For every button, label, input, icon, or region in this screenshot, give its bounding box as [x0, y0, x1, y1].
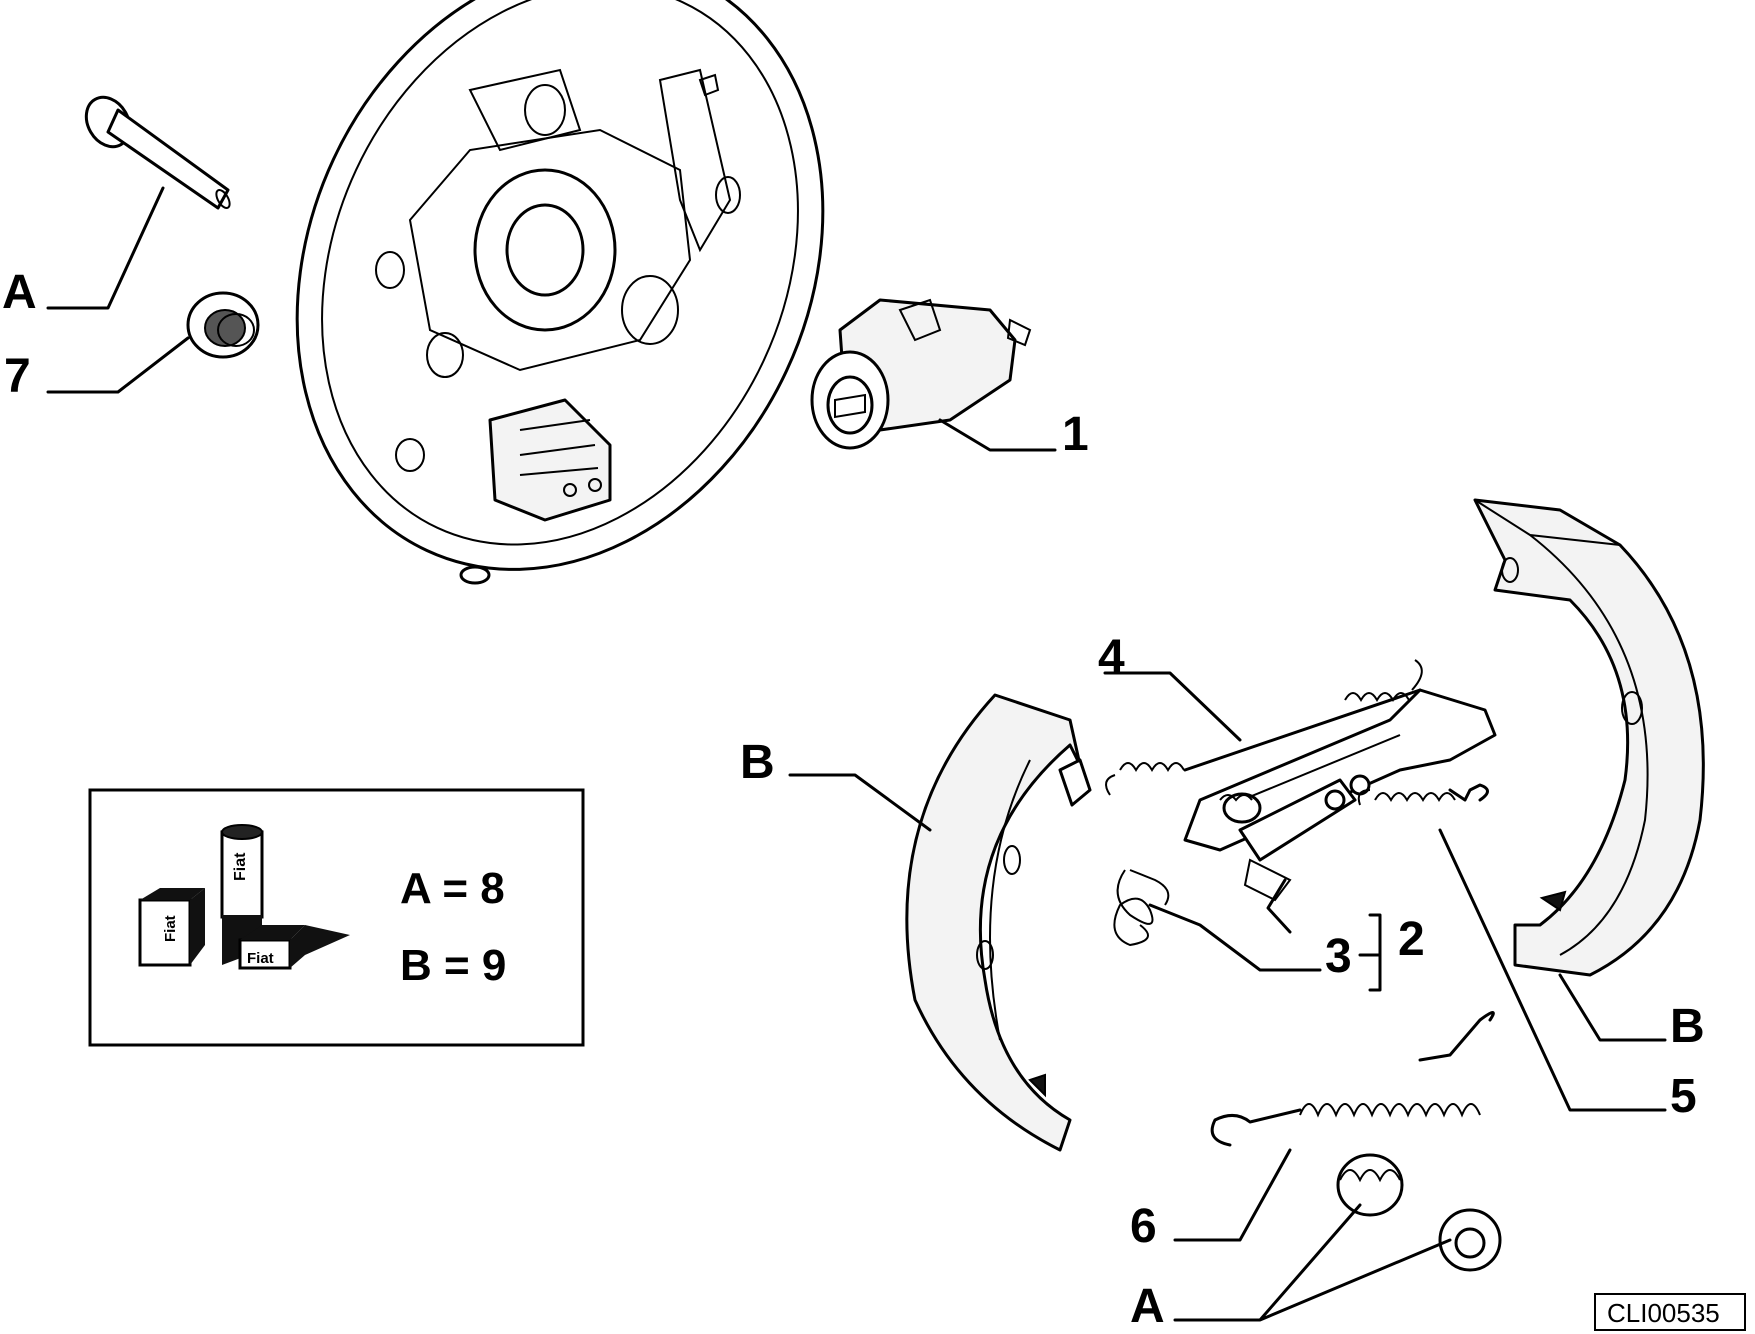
grease-box-right-icon: Fiat	[238, 925, 350, 970]
part-a-hold-down-spring	[1336, 1153, 1502, 1272]
legend-box: Fiat Fiat Fiat A = 8 B = 9	[88, 788, 585, 1047]
callout-labels: A 7 1 4 B 3 2 B 5 6 A	[2, 266, 1705, 1333]
callout-6: 6	[1130, 1200, 1157, 1253]
part-4-spring	[1105, 659, 1423, 796]
part-b-left-shoe	[905, 693, 1092, 1152]
part-2-adjuster	[1183, 688, 1497, 902]
grease-box-left-icon: Fiat	[138, 888, 205, 967]
part-5-spring	[1357, 783, 1489, 806]
reference-code: CLI00535	[1607, 1298, 1720, 1328]
part-7-grommet	[186, 291, 260, 359]
box-label-right: Fiat	[247, 950, 274, 967]
part-b-right-shoe	[1473, 498, 1705, 977]
part-a-pin	[84, 95, 231, 210]
callout-b-left: B	[740, 736, 775, 789]
callout-1: 1	[1062, 408, 1089, 461]
callout-7: 7	[4, 350, 31, 403]
brake-backing-plate	[295, 0, 825, 585]
callout-a-bottom: A	[1130, 1280, 1165, 1333]
legend-a-equals-8: A = 8	[400, 864, 505, 913]
callout-2: 2	[1398, 913, 1425, 966]
legend-b-equals-9: B = 9	[400, 941, 506, 990]
callout-a-top: A	[2, 266, 37, 319]
can-label: Fiat	[232, 852, 249, 881]
part-3-clip	[1113, 869, 1170, 947]
leader-lines	[46, 186, 1667, 1322]
callout-3: 3	[1325, 930, 1352, 983]
part-6-spring	[1210, 1011, 1495, 1147]
box-label-left: Fiat	[162, 915, 179, 942]
part-1-wheel-cylinder	[810, 298, 1032, 450]
callout-5: 5	[1670, 1070, 1697, 1123]
callout-b-right: B	[1670, 1000, 1705, 1053]
reference-code-box: CLI00535	[1594, 1293, 1746, 1331]
callout-4: 4	[1098, 631, 1125, 684]
